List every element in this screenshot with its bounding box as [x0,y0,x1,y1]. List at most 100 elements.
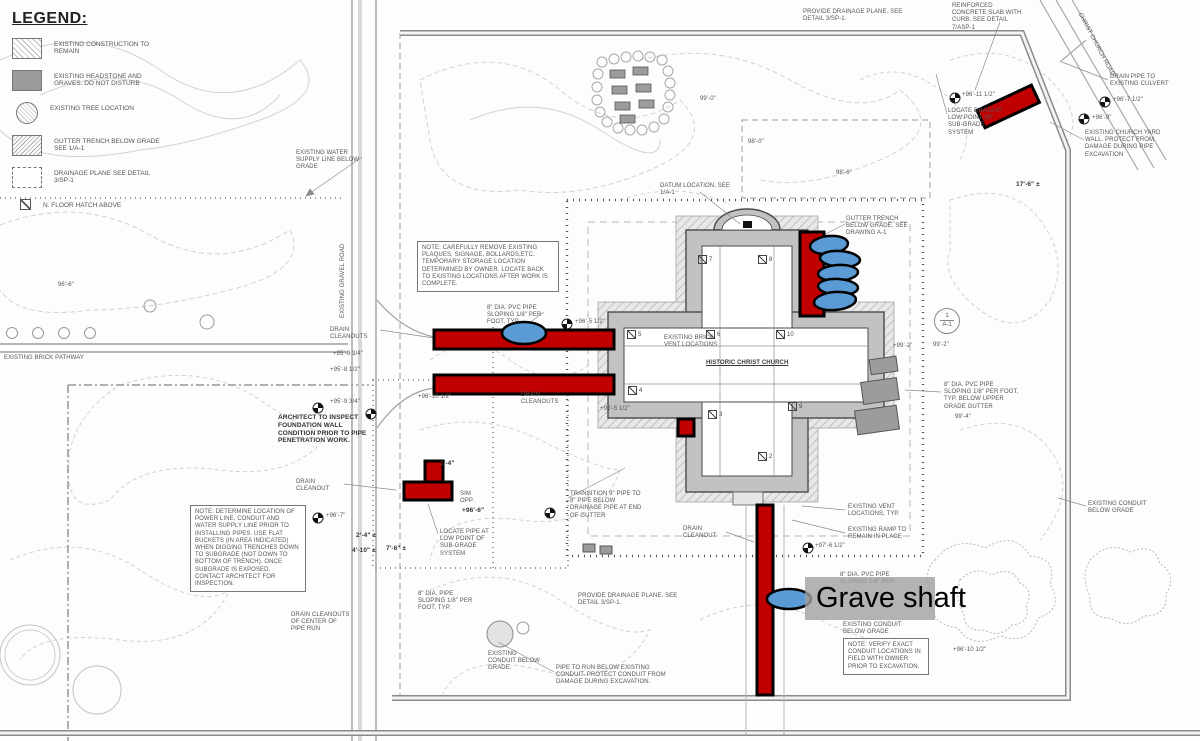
grave-shaft-ellipses [500,234,862,611]
headstones [582,355,901,555]
legend-item-label: EXISTING TREE LOCATION [50,105,134,112]
legend-item: EXISTING CONSTRUCTION TO REMAIN [12,38,232,59]
plan-label: EXISTING VENT LOCATIONS, TYP. [848,504,900,518]
note-box: NOTE: DETERMINE LOCATION OF POWER LINE, … [190,505,306,593]
plan-label: +96'-11 1/2" [962,92,995,98]
contour-lines [0,41,1074,701]
legend-item: EXISTING TREE LOCATION [12,102,232,124]
floor-hatch-number: 5 [638,331,642,338]
plan-label: LOCATE PIPE AT LOW POINT OF SUB-GRADE SY… [440,529,489,557]
legend-items: EXISTING CONSTRUCTION TO REMAIN EXISTING … [12,38,232,210]
plan-label: +96'-10 1/2" [953,647,987,653]
floor-hatch-marker: 3 [708,410,722,419]
plan-label: EXISTING CONDUIT BELOW GRADE [1088,501,1147,515]
plan-label: DRAIN CLEANOUTS [521,392,559,406]
drawing-reference-bubble: 1 A-1 [934,308,960,334]
plan-label: 7'-6" ± [386,545,407,552]
plan-label: HISTORIC CHRIST CHURCH [706,360,789,366]
plan-label: +99'-2" [893,343,913,349]
plan-label: 98'-0" [748,139,764,145]
trees [0,299,530,715]
floor-hatch-number: 10 [787,331,794,338]
plan-label: 96'-6" [58,282,74,288]
plan-label: 98'-6" [836,170,852,176]
plan-label: +95'-9 3/4" [330,399,360,405]
plan-label: EXISTING RAMP TO REMAIN IN PLACE [848,527,907,541]
trench-guides [745,505,785,735]
legend-item: N. FLOOR HATCH ABOVE [12,199,232,210]
plan-label: EXISTING BRICK PATHWAY [4,355,84,361]
plan-label: +95'-5 1/2" [600,406,630,412]
shrub-area [927,540,1172,642]
floor-hatch-number: 9 [799,403,803,410]
floor-hatch-icon [698,255,707,264]
plan-label: 2'-4" ± [356,532,377,539]
plan-label: GUTTER TRENCH BELOW GRADE, SEE DRAWING A… [846,216,908,237]
plan-label: SIM OPP. [460,491,474,505]
floor-hatch-marker: 2 [758,452,772,461]
plan-label: +95'-9 3/4" [333,351,363,357]
note-box: NOTE: VERIFY EXACT CONDUIT LOCATIONS IN … [843,638,929,675]
floor-hatch-number: 7 [709,256,713,263]
grave-shaft-label: Grave shaft [816,582,966,614]
plan-label: DATUM LOCATION, SEE 1/A-1 [660,183,731,197]
plan-label: 99'-0" [700,96,716,102]
floorhatch-symbol-icon [20,199,31,210]
plan-label: +96'-7" [326,513,346,519]
legend-item: DRAINAGE PLANE SEE DETAIL 3/SP-1 [12,167,232,188]
floor-hatch-marker: 7 [698,255,712,264]
legend-item-label: EXISTING CONSTRUCTION TO REMAIN [54,41,150,55]
floor-hatch-icon [758,452,767,461]
plan-label: +96'-10 1/2" [418,394,452,400]
property-lines [0,33,569,741]
plan-label: 1'-4" [440,460,455,467]
leader-lines [305,21,1109,673]
floor-hatch-icon [708,410,717,419]
reference-sheet: A-1 [942,322,952,329]
gravel-road [0,0,435,741]
church-building [597,208,895,506]
headstone-plot [591,50,676,136]
legend-item-label: DRAINAGE PLANE SEE DETAIL 3/SP-1 [54,170,150,184]
plan-label: LOCATE DRAIN AT LOW POINT OF SUB-GRADE S… [948,108,1002,136]
solid-symbol-icon [12,70,42,91]
plan-label: DRAIN CLEANOUT [683,526,717,540]
floor-hatch-icon [788,402,797,411]
reference-divider [940,320,954,322]
plan-label: EXISTING CONDUIT BELOW GRADE. [488,651,540,672]
legend-item: GUTTER TRENCH BELOW GRADE SEE 1/A-1 [12,135,232,156]
plan-label: 99'-4" [955,414,971,420]
hatch-symbol-icon [12,38,42,59]
floor-hatch-number: 8 [769,256,773,263]
plan-label: 8" DIA. PVC PIPE SLOPING 1/8" PER FOOT, … [487,305,542,326]
plan-label: ARCHITECT TO INSPECT FOUNDATION WALL CON… [278,414,367,445]
floor-hatch-icon [706,330,715,339]
grave-shaft-callout: Grave shaft [805,577,966,620]
legend-item-label: GUTTER TRENCH BELOW GRADE SEE 1/A-1 [54,138,160,152]
plan-label: PROVIDE DRAINAGE PLANE. SEE DETAIL 3/SP-… [803,9,903,23]
plan-label: 4'-10" ± [352,547,376,554]
plan-label: DRAIN CLEANOUTS [330,327,368,341]
plan-label: PIPE TO RUN BELOW EXISTING CONDUIT. PROT… [556,665,666,686]
floor-hatch-marker: 10 [776,330,794,339]
plan-label: DRAIN PIPE TO EXISTING CULVERT [1110,74,1169,88]
plan-label: DRAIN CLEANOUT [296,479,330,493]
floor-hatch-icon [758,255,767,264]
legend-item-label: N. FLOOR HATCH ABOVE [43,202,122,209]
plan-label: TRANSITION 9" PIPE TO 8" PIPE BELOW DRAI… [570,491,642,519]
plan-label: +97'-6 1/2" [815,543,845,549]
plan-label: 8" DIA. PIPE SLOPING 1/8" PER FOOT, TYP. [418,591,473,612]
dashed-symbol-icon [12,167,42,188]
floor-hatch-number: 2 [769,453,773,460]
plan-label: PROVIDE DRAINAGE PLANE. SEE DETAIL 3/SP-… [578,593,678,607]
plan-label: DRAIN CLEANOUTS OF CENTER OF PIPE RUN [291,612,350,633]
plan-label: +96'-7 1/2" [1113,97,1143,103]
floor-hatch-marker: 9 [788,402,802,411]
christ-church-road [1039,0,1167,171]
highlighted-pipes [402,83,1042,697]
reference-number: 1 [945,313,949,319]
floor-hatch-marker: 4 [628,386,642,395]
floor-hatch-marker: 8 [758,255,772,264]
